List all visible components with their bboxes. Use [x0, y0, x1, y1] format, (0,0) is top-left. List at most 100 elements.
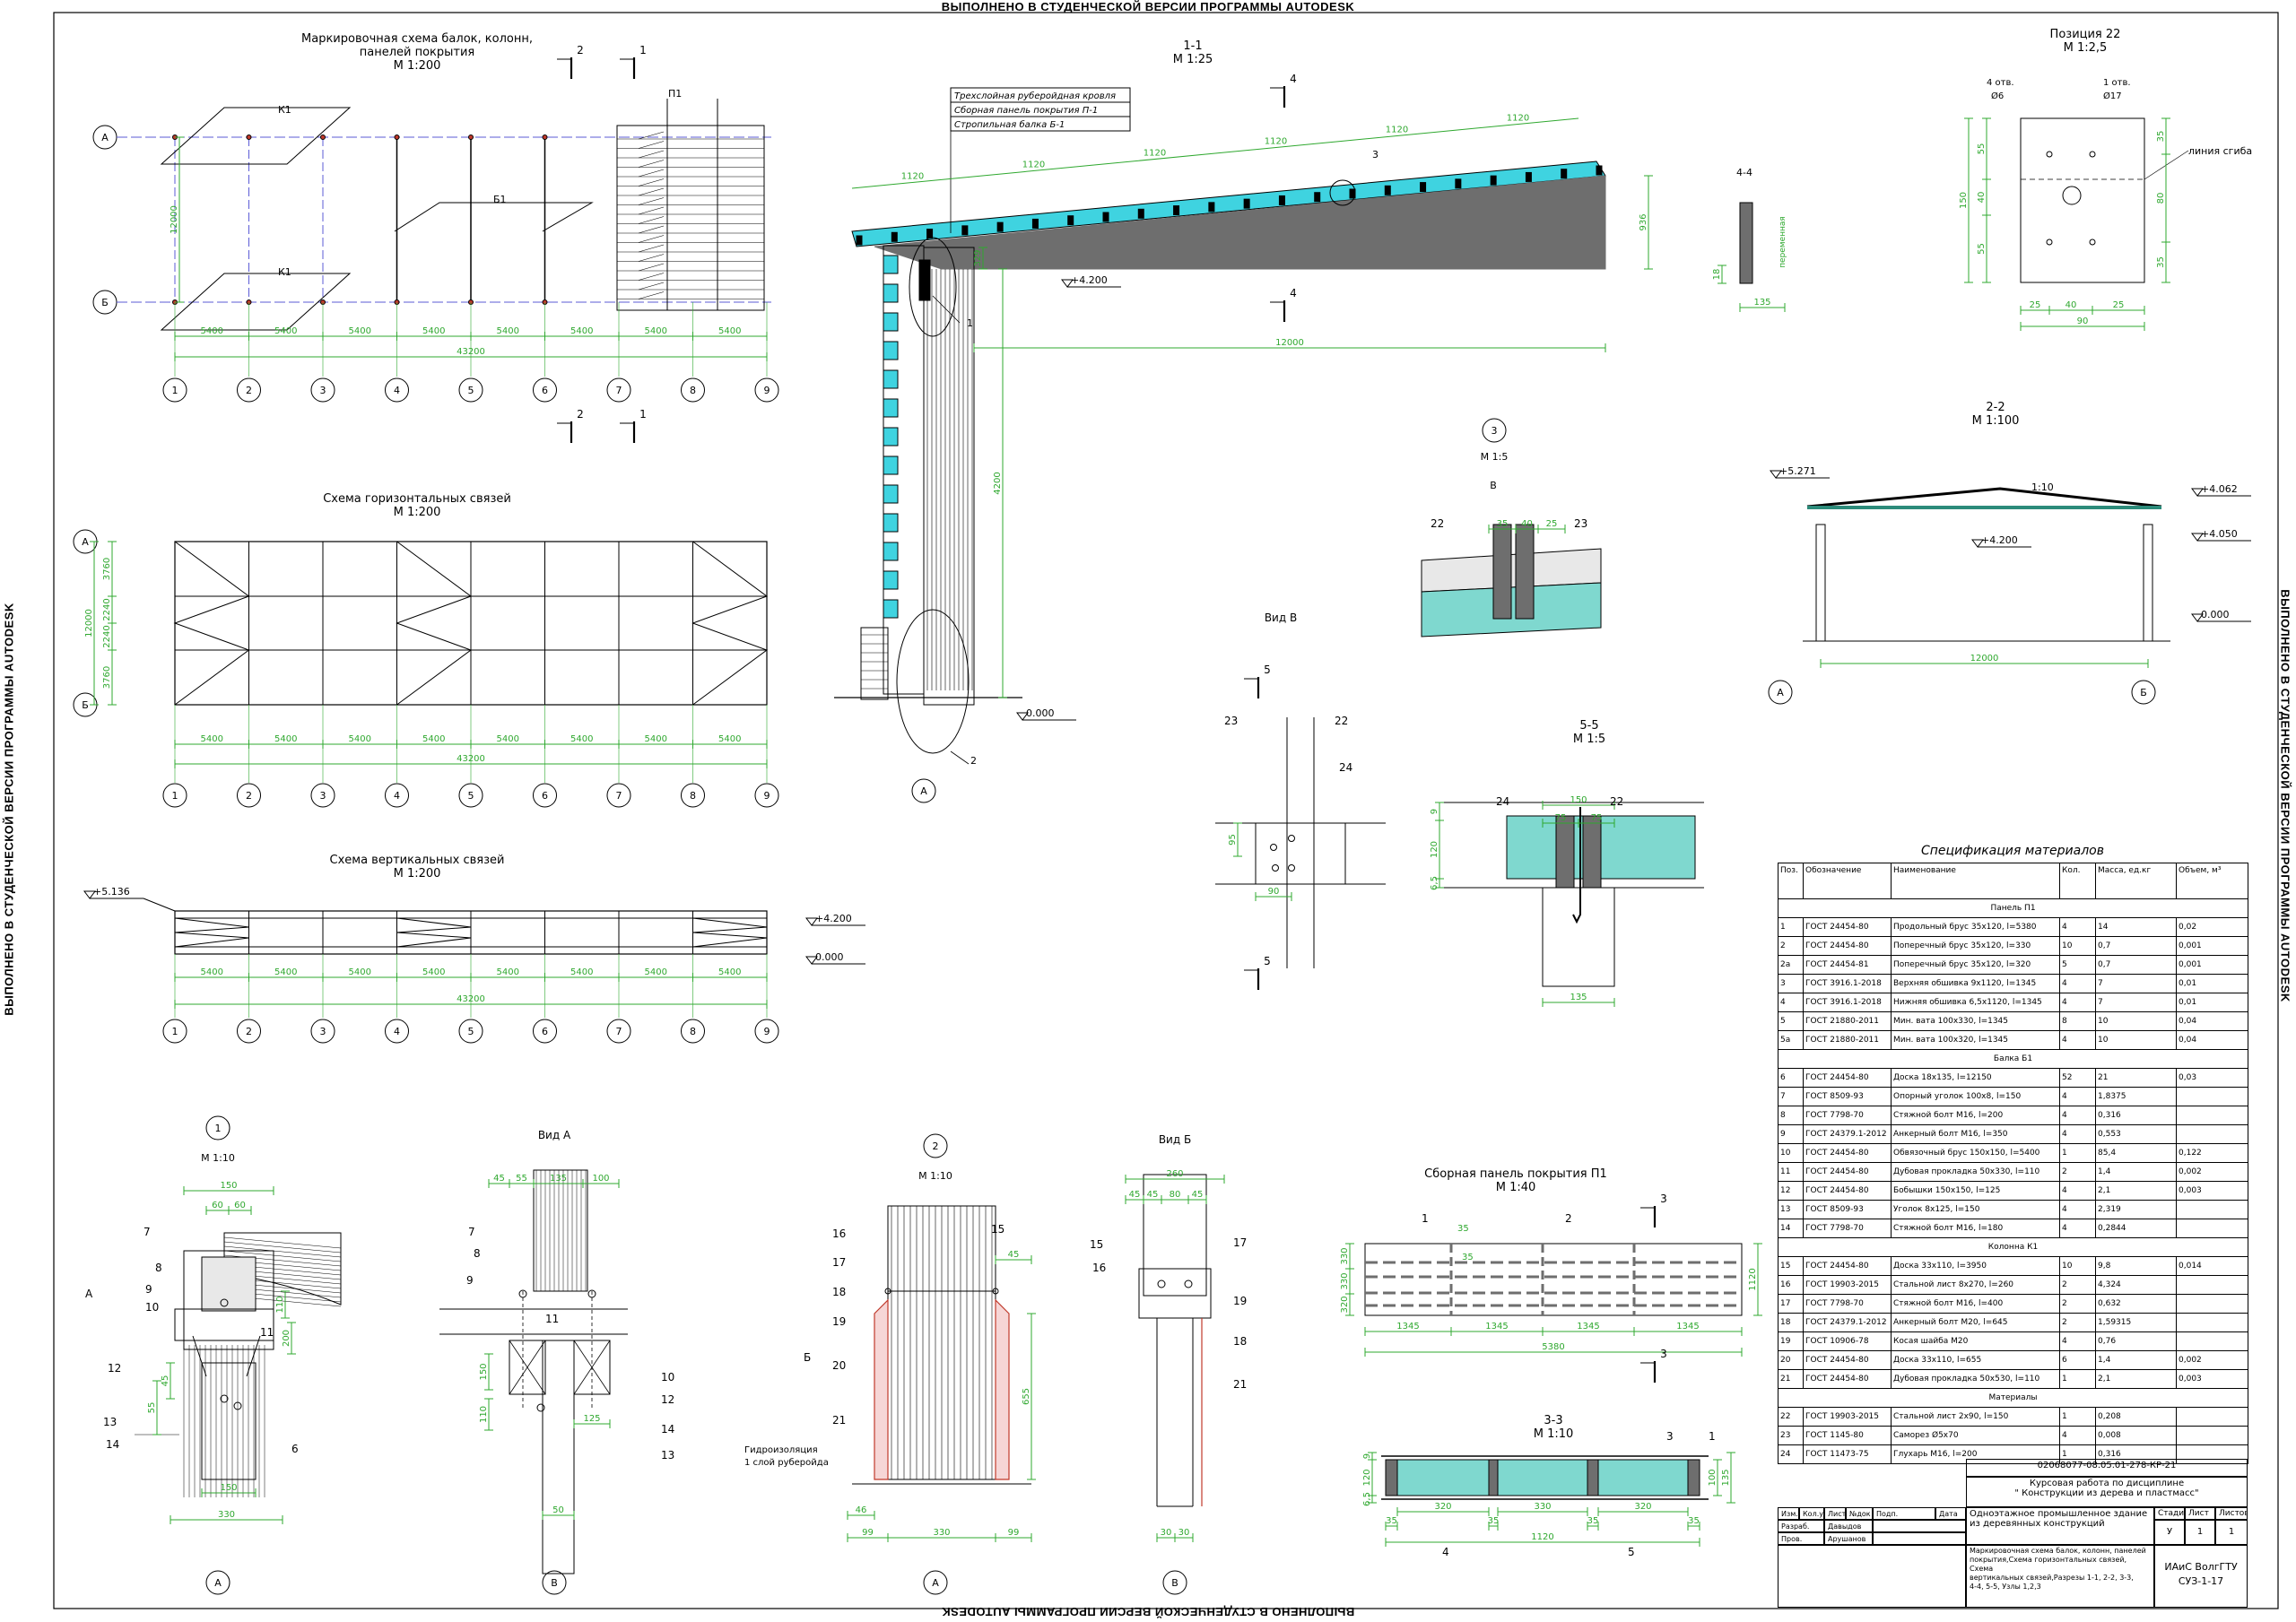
viewb-part: 17	[1233, 1236, 1247, 1249]
spec-cell-doc: ГОСТ 3916.1-2018	[1803, 993, 1892, 1012]
dim-label: 25	[2030, 300, 2041, 310]
spec-cell-pos: 12	[1778, 1181, 1804, 1201]
section44-title: 4-4	[1736, 167, 1752, 178]
level-label: +5.136	[93, 886, 130, 898]
viewa-title: Вид А	[538, 1129, 571, 1141]
spec-cell-doc: ГОСТ 10906-78	[1803, 1331, 1892, 1351]
viewa-bobyshka-left	[509, 1340, 546, 1395]
spec-cell-name: Стальной лист 2х90, l=150	[1891, 1407, 2060, 1427]
column-panel-infill	[883, 513, 899, 533]
axis-bubble	[310, 1019, 335, 1044]
spec-cell-doc: ГОСТ 24454-80	[1803, 1181, 1892, 1201]
dim-label: 45	[1192, 1190, 1204, 1200]
column-node	[320, 134, 326, 140]
node-leader	[950, 750, 970, 765]
p1-hatch	[638, 131, 665, 140]
spec-col-qty: Кол.	[2059, 863, 2096, 899]
axis-bubble	[754, 783, 779, 808]
spec-cell-pos: 16	[1778, 1275, 1804, 1295]
k1-frame	[160, 273, 352, 331]
p1-hatch	[638, 169, 665, 178]
spec-cell-qty: 1	[2059, 1369, 2096, 1389]
axis-number: Б	[2140, 687, 2147, 698]
spec-cell-mass: 0,316	[2095, 1106, 2177, 1125]
spec-cell-vol: 0,001	[2176, 955, 2248, 975]
dim-label: 1345	[1485, 1322, 1508, 1331]
dim-label: 6,5	[1362, 1492, 1372, 1506]
dim-label: 5380	[1542, 1342, 1564, 1352]
span-dim: 5400	[274, 734, 297, 744]
axis-number: В	[1171, 1577, 1178, 1589]
spec-cell-pos: 17	[1778, 1294, 1804, 1314]
stamp-head-sign: Подп.	[1873, 1507, 1935, 1520]
dim-label: 2240	[102, 598, 112, 620]
viewb-plate	[1138, 1268, 1212, 1319]
node1-part: 7	[144, 1226, 151, 1238]
panelp1-part: 2	[1565, 1212, 1572, 1225]
pos22-d6: Ø6	[1991, 91, 2004, 101]
column-panel-infill	[883, 484, 899, 504]
span-dim: 12000	[1970, 654, 1999, 664]
section55-beam	[1542, 887, 1615, 987]
dim-label: 320	[1634, 1502, 1651, 1512]
roof-rib	[1525, 171, 1532, 182]
axis-bubble	[385, 377, 409, 403]
p1-hatch	[638, 160, 665, 168]
column-node	[246, 134, 252, 140]
column-panel-infill	[883, 312, 899, 332]
horizontal-title: Схема горизонтальных связей	[323, 492, 511, 506]
axis-number: 3	[320, 1026, 326, 1037]
viewb-column	[1143, 1174, 1207, 1297]
roof-rib	[1596, 165, 1603, 176]
axis-bubble	[1768, 680, 1793, 705]
span-dim: 5400	[497, 734, 519, 744]
spec-cell-mass: 1,59315	[2095, 1313, 2177, 1332]
horizontal-title: М 1:200	[394, 506, 441, 519]
axis-number: 5	[468, 790, 474, 802]
leader	[143, 898, 176, 912]
p1-hatch	[638, 187, 665, 196]
node2-plate-right	[995, 1298, 1010, 1480]
dim-label: 75	[1555, 813, 1567, 823]
section55-title: М 1:5	[1573, 733, 1605, 746]
spec-cell-qty: 4	[2059, 974, 2096, 993]
column-22-right	[2143, 524, 2153, 642]
axis-bubble	[162, 1019, 187, 1044]
axis-bubble	[533, 1019, 557, 1044]
spec-cell-qty: 6	[2059, 1350, 2096, 1370]
slope-label: 1:10	[2031, 481, 2054, 493]
spec-cell-qty: 4	[2059, 1200, 2096, 1219]
spec-cell-name: Анкерный болт М20, l=645	[1891, 1313, 2060, 1332]
axis-bubble	[237, 1019, 261, 1044]
node1-beam-hatch	[223, 1245, 342, 1258]
roof-layer-3: Стропильная балка Б-1	[954, 119, 1065, 130]
axis-number: 9	[764, 790, 770, 802]
spec-cell-pos: 8	[1778, 1106, 1804, 1125]
drawing-views: Маркировочная схема балок, колонн,панеле…	[73, 28, 2252, 1595]
p1-hatch	[638, 141, 665, 149]
spec-cell-doc: ГОСТ 7798-70	[1803, 1294, 1892, 1314]
roof-rib	[856, 235, 863, 246]
viewa-part: 9	[466, 1274, 474, 1287]
span-dim: 5400	[349, 326, 371, 336]
spec-section-row: Панель П1	[1778, 898, 2248, 918]
dim-label: 120	[1430, 841, 1439, 858]
node1-block	[201, 1256, 257, 1312]
spec-cell-doc: ГОСТ 21880-2011	[1803, 1030, 1892, 1050]
stamp-list-head: Лист	[2185, 1507, 2215, 1520]
spec-cell-doc: ГОСТ 24379.1-2012	[1803, 1124, 1892, 1144]
node2-bolt-end	[992, 1288, 999, 1295]
spec-cell-pos: 5а	[1778, 1030, 1804, 1050]
stamp-list: 1	[2185, 1520, 2215, 1545]
axis-bubble	[237, 783, 261, 808]
spec-cell-name: Доска 18х135, l=12150	[1891, 1068, 2060, 1088]
axis-bubble	[310, 377, 335, 403]
hole-6	[2089, 151, 2096, 158]
dim-label: 150	[479, 1363, 489, 1380]
axis-number: 2	[246, 1026, 252, 1037]
